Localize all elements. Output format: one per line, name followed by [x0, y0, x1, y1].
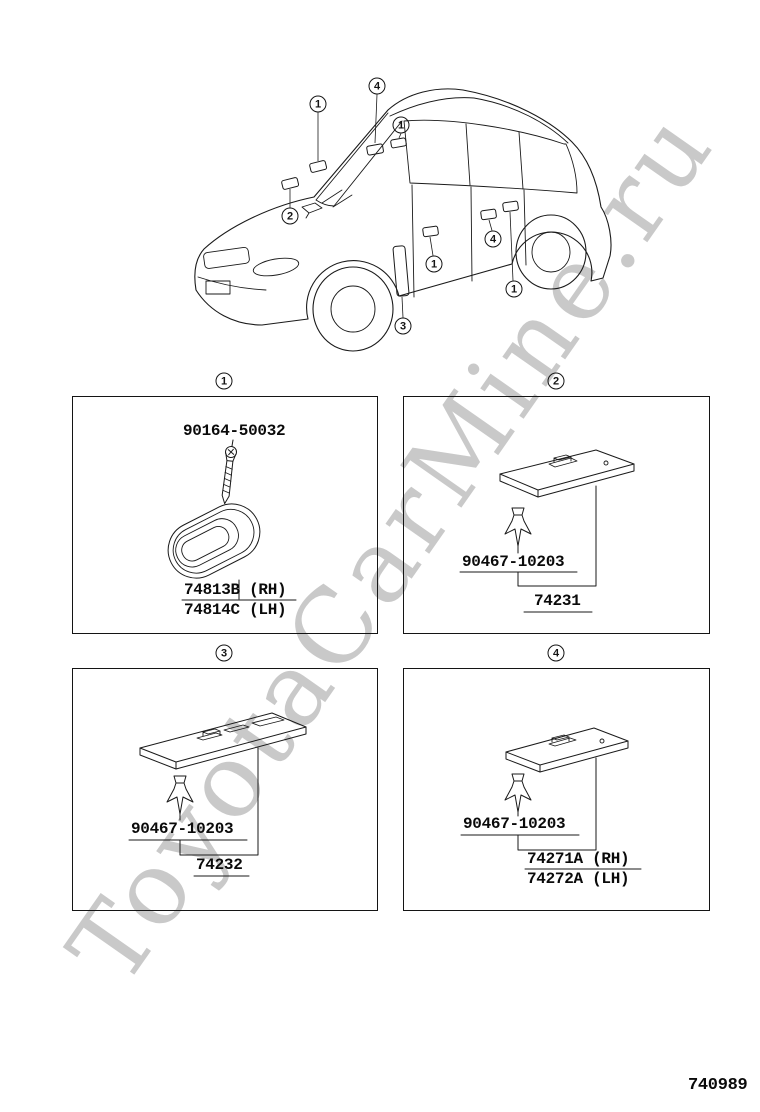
car-callout-4: 4: [368, 77, 386, 95]
panel4-part-number-rh: 74271A (RH): [527, 850, 630, 868]
panel-2-callout: 2: [547, 372, 565, 390]
headlight: [252, 257, 300, 277]
car-callout-3: 3: [394, 317, 412, 335]
car-callout-4: 4: [484, 230, 502, 248]
panel-1-callout: 1: [215, 372, 233, 390]
pull-handle-drawing: [167, 503, 261, 579]
side-mirror: [301, 202, 323, 219]
panel2-part-number: 74231: [534, 592, 581, 610]
wipers: [321, 189, 353, 208]
car-callout-1: 1: [309, 95, 327, 113]
trim-locations: [281, 137, 519, 297]
screw-drawing: [221, 446, 237, 505]
panel-3-frame: [72, 668, 378, 911]
license-plate: [205, 280, 231, 295]
grille: [203, 246, 250, 269]
car-callout-1: 1: [392, 116, 410, 134]
panel-4-frame: [403, 668, 710, 911]
panel3-part-number: 74232: [196, 856, 243, 874]
panel-4-callout: 4: [547, 644, 565, 662]
panel4-part-number-lh: 74272A (LH): [527, 870, 630, 888]
panel2-clip-part-number: 90467-10203: [462, 553, 565, 571]
panel1-part-number-rh: 74813B (RH): [184, 581, 287, 599]
panel1-screw-part-number: 90164-50032: [183, 422, 286, 440]
panel-1-frame: [72, 396, 378, 634]
panel-2-frame: [403, 396, 710, 634]
car-callout-2: 2: [281, 207, 299, 225]
front-switch-bezel-drawing: [499, 449, 635, 498]
master-switch-panel-drawing: [139, 712, 307, 770]
car-callout-1: 1: [505, 280, 523, 298]
front-wheel: [312, 266, 394, 352]
callout-leader-lines: [289, 94, 514, 318]
rear-wheel: [515, 214, 587, 290]
diagram-number: 740989: [688, 1076, 748, 1095]
car-illustration: [194, 88, 612, 352]
panel-3-callout: 3: [215, 644, 233, 662]
panel1-part-number-lh: 74814C (LH): [184, 601, 287, 619]
rear-switch-bezel-drawing: [505, 727, 629, 773]
panel4-clip-part-number: 90467-10203: [463, 815, 566, 833]
car-callout-1: 1: [425, 255, 443, 273]
panel3-clip-part-number: 90467-10203: [131, 820, 234, 838]
